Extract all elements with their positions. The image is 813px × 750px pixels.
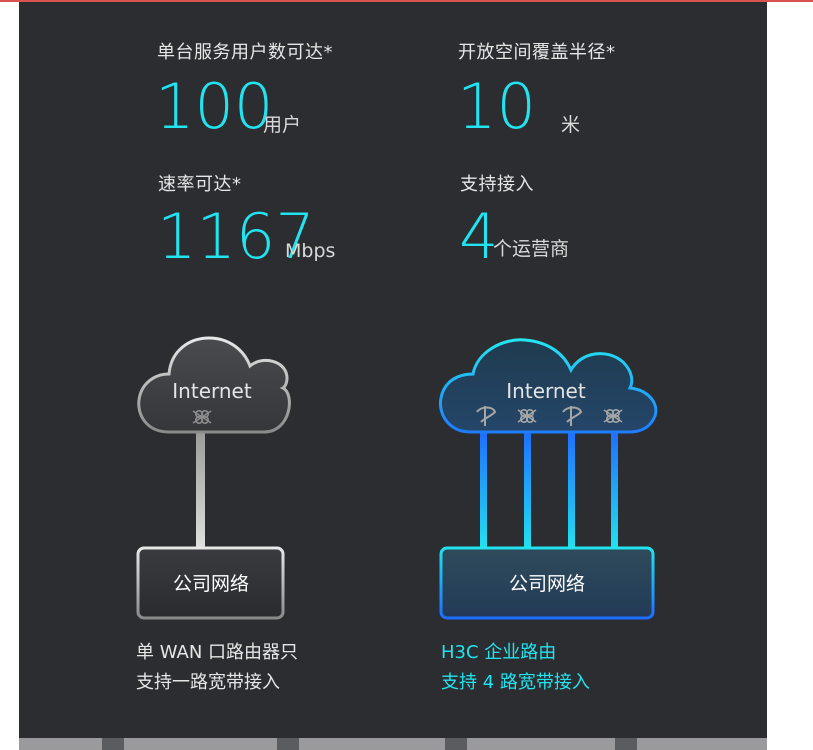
broadband-wire-2 <box>524 430 531 550</box>
company-network-label-left: 公司网络 <box>173 573 249 595</box>
china-unicom-icon <box>517 408 537 423</box>
left-caption: 单 WAN 口路由器只 支持一路宽带接入 <box>136 638 298 698</box>
china-unicom-icon <box>603 408 623 423</box>
strip-mark <box>102 738 124 750</box>
china-telecom-icon <box>562 406 583 426</box>
single-wan-wire <box>196 430 205 552</box>
radius-stat-unit: 米 <box>561 114 581 136</box>
network-diagrams: Internet 公司网络 Internet <box>136 336 658 620</box>
left-caption-line-1: 单 WAN 口路由器只 <box>136 642 299 663</box>
rate-stat-value: 1167 <box>157 200 315 273</box>
rate-stat-label: 速率可达* <box>158 174 242 195</box>
china-telecom-icon <box>476 406 497 426</box>
carriers-stat-value: 4 <box>459 200 499 273</box>
users-stat-label: 单台服务用户数可达* <box>157 42 333 63</box>
company-network-box-right <box>439 546 655 620</box>
users-stat-value: 100 <box>155 70 274 143</box>
strip-mark <box>615 738 637 750</box>
radius-stat-label: 开放空间覆盖半径* <box>458 42 616 63</box>
right-caption-line-1: H3C 企业路由 <box>441 642 557 663</box>
bottom-product-strip <box>19 738 767 750</box>
strip-mark <box>445 738 467 750</box>
carriers-stat-label: 支持接入 <box>460 174 534 195</box>
right-caption-line-2: 支持 4 路宽带接入 <box>441 672 590 693</box>
broadband-wire-1 <box>480 430 487 550</box>
carriers-stat-unit: 个运营商 <box>493 238 570 260</box>
internet-label-right: Internet <box>506 379 586 403</box>
company-network-box-left <box>136 546 285 620</box>
left-network-diagram: Internet 公司网络 <box>136 336 291 620</box>
internet-cloud-left <box>137 336 291 434</box>
strip-mark <box>277 738 299 750</box>
radius-stat-value: 10 <box>457 70 536 143</box>
company-network-label-right: 公司网络 <box>509 573 585 595</box>
broadband-wire-3 <box>568 430 575 550</box>
right-network-diagram: Internet 公司网络 <box>438 338 658 620</box>
broadband-wire-4 <box>611 430 618 550</box>
feature-panel: 单台服务用户数可达* 100 用户 开放空间覆盖半径* 10 米 速率可达* 1… <box>19 2 767 750</box>
top-accent-line <box>0 0 813 2</box>
rate-stat-unit: Mbps <box>285 240 336 262</box>
right-caption: H3C 企业路由 支持 4 路宽带接入 <box>441 638 590 698</box>
left-caption-line-2: 支持一路宽带接入 <box>136 672 280 693</box>
internet-label-left: Internet <box>172 379 252 403</box>
carrier-knot-icon <box>192 409 212 424</box>
users-stat-unit: 用户 <box>263 114 302 136</box>
